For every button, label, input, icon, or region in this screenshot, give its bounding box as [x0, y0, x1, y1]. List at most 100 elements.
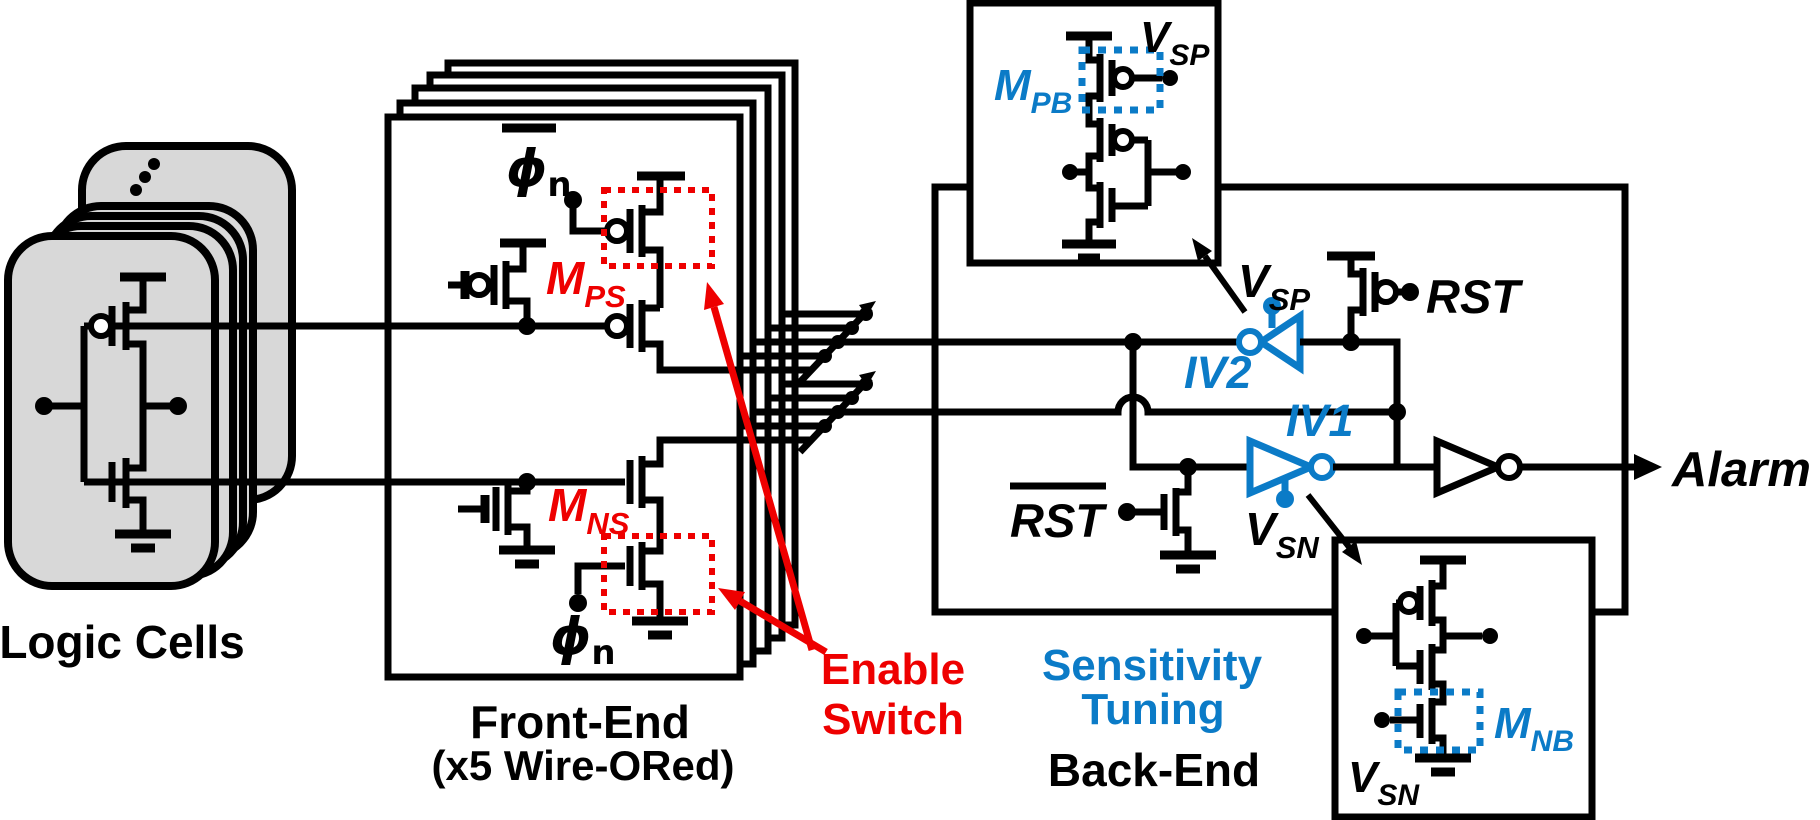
mnb-highlight-box [1394, 688, 1484, 754]
drain-lead [1176, 467, 1192, 496]
enable-switch-arrow-bottom [738, 597, 828, 656]
iv1-inset [1331, 536, 1596, 820]
phi-bar-gate-wire [569, 207, 607, 235]
vsn-terminal-dot [1276, 490, 1294, 508]
logic-cells-label: Logic Cells [0, 616, 245, 668]
junction-dot [845, 321, 859, 335]
mpb-highlight-box [1078, 46, 1164, 114]
enable-switch-highlight-bottom [601, 533, 715, 615]
ellipsis-dot [148, 158, 160, 170]
iv1-triangle-icon [1246, 435, 1320, 499]
latch-node-b-wire [1300, 338, 1401, 467]
mns-label: MNS [548, 479, 630, 541]
logic-cells-stack [4, 142, 296, 590]
keeper-pmos [448, 238, 546, 326]
pmos-bubble-icon [604, 218, 630, 244]
nmos-source-lead [126, 496, 147, 530]
ellipsis-dot [139, 171, 151, 183]
mnb-label: MNB [1494, 699, 1574, 758]
iv1-label: IV1 [1286, 395, 1354, 446]
alarm-arrowhead-icon [1634, 454, 1662, 480]
text-labels: Logic Cells Front-End (x5 Wire-ORed) Ena… [0, 13, 1811, 812]
arrowhead-icon [1342, 541, 1362, 565]
rstbar-nmos [1118, 467, 1216, 574]
source-lead [1085, 218, 1100, 240]
pmos-source-lead [126, 277, 147, 314]
rstbar-terminal-dot [1118, 503, 1136, 521]
phi-bar-n-label: ϕn [506, 139, 572, 205]
iv1-inverter [1246, 435, 1336, 508]
junction-dot [859, 377, 873, 391]
enable-switch-highlight-top [601, 187, 715, 269]
drain-lead [508, 482, 531, 495]
terminal-dot [1175, 164, 1191, 180]
terminal-dot [1062, 164, 1078, 180]
terminal-dot [1482, 628, 1498, 644]
back-end-label: Back-End [1048, 744, 1260, 796]
junction-dot [845, 391, 859, 405]
ellipsis-dot [130, 184, 142, 196]
phi-bar-terminal-dot [564, 191, 582, 209]
vsp-label: VSP [1238, 255, 1310, 317]
pmos-bubble-icon [1111, 66, 1135, 90]
pmos-bubble-icon [1111, 128, 1135, 152]
mps-enable-pmos [604, 171, 685, 308]
source-lead [1347, 256, 1363, 278]
vsn-inset-label: VSN [1348, 753, 1420, 812]
enable-label: Enable [821, 645, 965, 694]
pmos-bubble-icon [466, 272, 492, 298]
switch-label: Switch [822, 695, 964, 744]
iv1-inset-box [1331, 536, 1596, 820]
pmos-bubble-icon [604, 313, 630, 339]
rstbar-label: RST [1010, 494, 1108, 547]
drain-lead [506, 297, 531, 326]
tuning-label: Tuning [1081, 685, 1224, 734]
stack-link [1432, 680, 1447, 706]
vsn-label: VSN [1245, 503, 1319, 565]
rst-terminal-dot [1401, 283, 1419, 301]
vsp-inset-label: VSP [1140, 13, 1210, 72]
vsp-terminal-dot [1162, 70, 1178, 86]
front-end-circuit [448, 123, 811, 640]
enable-nmos [569, 542, 688, 640]
junction-dot [1388, 403, 1406, 421]
inset-pointer-arrow-top [1202, 254, 1248, 314]
source-lead [1432, 560, 1447, 590]
alarm-inverter [1433, 435, 1662, 499]
drain-lead [642, 246, 664, 308]
sensitivity-label: Sensitivity [1042, 641, 1263, 690]
terminal-dot [1356, 628, 1372, 644]
terminal-dot [35, 397, 53, 415]
drain-lead [1347, 306, 1363, 342]
drain-out-wire [642, 436, 811, 468]
source-lead [642, 580, 664, 617]
latch-node-a-wire [1129, 342, 1250, 471]
wire-or-bundles [742, 301, 1397, 455]
phi-terminal-dot [569, 594, 587, 612]
keeper-nmos [458, 482, 555, 569]
pointer-arrows [704, 238, 1362, 656]
front-end-sublabel: (x5 Wire-ORed) [431, 742, 734, 789]
phi-gate-wire [574, 562, 625, 594]
inset-pointer-arrow-bottom [1305, 493, 1352, 549]
source-lead [642, 496, 664, 555]
alarm-label: Alarm [1671, 443, 1811, 497]
junction-dot [859, 307, 873, 321]
front-end-card-front [384, 113, 744, 681]
terminal-dot [169, 397, 187, 415]
mpb-label: MPB [994, 61, 1072, 120]
front-end-label: Front-End [470, 696, 690, 748]
rst-label: RST [1426, 270, 1524, 323]
red-arrowhead-icon [718, 588, 745, 610]
vsn-terminal-dot [1374, 712, 1390, 728]
pmos-bubble-icon [1397, 591, 1421, 615]
red-arrowhead-icon [704, 282, 724, 310]
junction-dot [818, 349, 832, 363]
iv2-bubble-icon [1236, 328, 1264, 356]
source-lead [1085, 36, 1100, 64]
iv2-label: IV2 [1184, 347, 1252, 398]
source-lead [506, 247, 527, 273]
pmos-bubble-icon [1373, 279, 1399, 305]
